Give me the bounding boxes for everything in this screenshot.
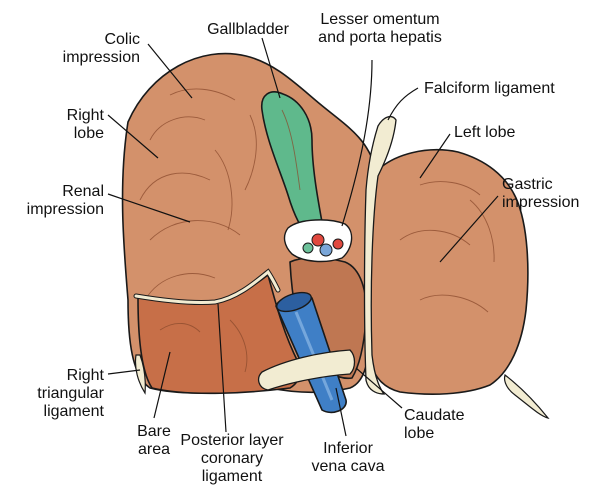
label-line: Right: [67, 367, 105, 384]
label-line: Inferior: [323, 440, 373, 457]
label-line: Colic: [104, 31, 140, 48]
left-triangular-ligament-shape: [505, 375, 548, 418]
hepatic-artery: [312, 234, 324, 246]
label-line: Renal: [62, 183, 104, 200]
label-line: area: [138, 441, 170, 458]
label-line: Bare: [137, 423, 171, 440]
label-line: lobe: [404, 425, 434, 442]
label-line: impression: [63, 49, 140, 66]
label-line: and porta hepatis: [318, 29, 442, 46]
label-line: Right: [67, 107, 105, 124]
label-line: vena cava: [312, 458, 385, 475]
label-line: Posterior layer: [180, 432, 284, 449]
label-line: Lesser omentum: [320, 11, 439, 28]
label-left-lobe: Left lobe: [454, 124, 515, 141]
label-line: triangular: [37, 385, 104, 402]
label-line: coronary: [201, 450, 263, 467]
label-line: Caudate: [404, 407, 465, 424]
label-line: Left lobe: [454, 124, 515, 141]
bile-duct: [303, 243, 313, 253]
label-gallbladder: Gallbladder: [207, 21, 290, 38]
label-line: lobe: [74, 125, 104, 142]
portal-vein: [320, 244, 332, 256]
label-line: impression: [502, 194, 579, 211]
label-line: Gastric: [502, 176, 553, 193]
label-line: Gallbladder: [207, 21, 290, 38]
label-falciform-ligament: Falciform ligament: [424, 80, 555, 97]
label-line: impression: [27, 201, 104, 218]
label-line: Falciform ligament: [424, 80, 555, 97]
label-line: ligament: [44, 403, 105, 420]
label-line: ligament: [202, 468, 263, 485]
